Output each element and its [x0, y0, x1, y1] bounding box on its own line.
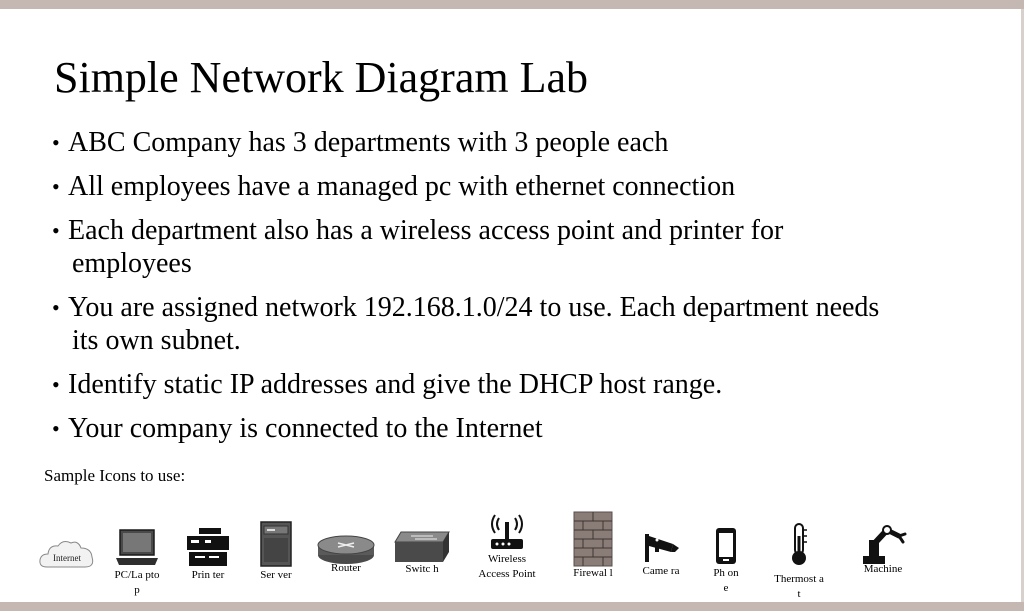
bullet-item: All employees have a managed pc with eth… — [50, 170, 1000, 203]
icon-label: Ser ver — [260, 569, 292, 581]
icon-label: Machine — [863, 563, 903, 575]
icon-router: Router — [314, 533, 378, 576]
bullet-text-continued: employees — [72, 248, 192, 279]
top-border — [0, 0, 1024, 9]
bullet-text: All employees have a managed pc with eth… — [68, 171, 736, 202]
icon-phone: Ph one — [712, 526, 740, 596]
slide-title: Simple Network Diagram Lab — [54, 53, 588, 102]
icon-switch: Switc h — [392, 528, 452, 577]
sample-icons-label: Sample Icons to use: — [44, 466, 186, 485]
machine-icon — [863, 525, 907, 564]
pc-laptop-icon — [116, 529, 158, 565]
phone-icon — [716, 528, 736, 564]
icon-machine: Machine — [852, 522, 914, 577]
bullet-text: Your company is connected to the Interne… — [68, 413, 543, 444]
icon-label: Prin ter — [191, 569, 225, 581]
bullet-list: ABC Company has 3 departments with 3 peo… — [50, 126, 1000, 456]
bullet-item: Your company is connected to the Interne… — [50, 412, 1000, 445]
bullet-text-continued: its own subnet. — [72, 325, 241, 356]
icon-label: Wireless Access Point — [478, 553, 536, 580]
icon-label: Switc h — [405, 563, 439, 575]
bottom-border — [0, 602, 1024, 611]
bullet-text: You are assigned network 192.168.1.0/24 … — [68, 292, 880, 323]
right-border — [1021, 9, 1024, 602]
icon-label: Router — [331, 562, 361, 574]
icon-label: Ph one — [713, 567, 739, 594]
printer-icon — [187, 528, 229, 566]
icon-server: Ser ver — [258, 520, 294, 583]
thermostat-icon — [792, 523, 807, 565]
icon-label: Internet — [53, 553, 81, 563]
bullet-item: You are assigned network 192.168.1.0/24 … — [50, 291, 1000, 357]
bullet-text: Identify static IP addresses and give th… — [68, 369, 723, 400]
icon-internet: Internet — [36, 537, 98, 573]
icon-wireless-access-point: Wireless Access Point — [474, 512, 540, 582]
icon-thermostat: Thermost at — [774, 522, 824, 602]
icon-label: PC/La ptop — [114, 569, 160, 596]
firewall-icon — [573, 511, 613, 567]
bullet-text: Each department also has a wireless acce… — [68, 215, 784, 246]
icon-camera: Came ra — [640, 530, 682, 579]
bullet-text: ABC Company has 3 departments with 3 peo… — [68, 127, 669, 158]
internet-cloud-icon: Internet — [39, 541, 94, 568]
icon-pc-laptop: PC/La ptop — [112, 528, 162, 598]
bullet-item: ABC Company has 3 departments with 3 peo… — [50, 126, 1000, 159]
switch-icon — [394, 531, 450, 562]
icon-label: Came ra — [642, 565, 680, 577]
bullet-item: Identify static IP addresses and give th… — [50, 368, 1000, 401]
camera-icon — [645, 534, 679, 562]
icon-printer: Prin ter — [184, 526, 232, 583]
wireless-access-point-icon — [491, 514, 523, 549]
icon-label: Thermost at — [774, 573, 824, 600]
bullet-item: Each department also has a wireless acce… — [50, 214, 1000, 280]
router-icon — [317, 535, 375, 564]
server-icon — [260, 521, 292, 567]
icon-firewall: Firewal l — [570, 510, 616, 581]
icon-label: Firewal l — [573, 567, 613, 579]
